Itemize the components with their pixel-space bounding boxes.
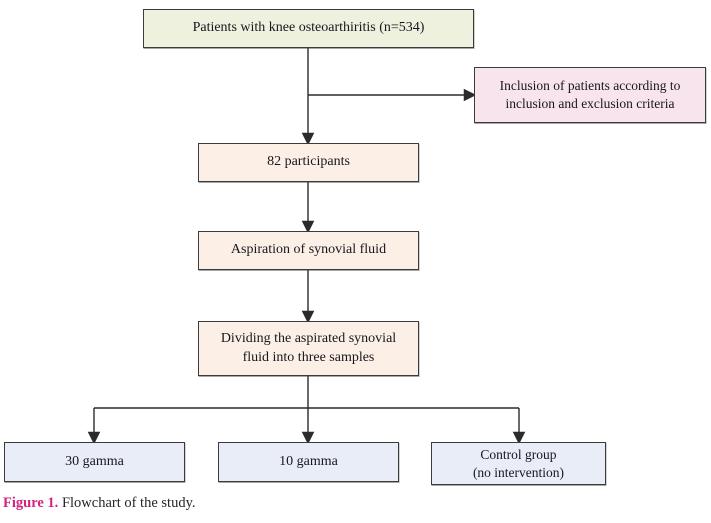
node-dividing-samples: Dividing the aspirated synovial fluid in…	[198, 321, 419, 376]
node-group-30-gamma: 30 gamma	[4, 442, 185, 482]
node-group-control: Control group (no intervention)	[431, 442, 606, 485]
node-aspiration: Aspiration of synovial fluid	[198, 231, 419, 270]
figure-caption-text: Flowchart of the study.	[61, 495, 196, 511]
figure-caption: Figure 1. Flowchart of the study.	[3, 495, 196, 512]
figure-caption-label: Figure 1.	[3, 495, 59, 511]
node-participants: 82 participants	[198, 143, 419, 182]
node-inclusion-criteria: Inclusion of patients according to inclu…	[474, 67, 706, 123]
node-group-10-gamma: 10 gamma	[218, 442, 399, 482]
node-patients-start: Patients with knee osteoarthiritis (n=53…	[143, 9, 474, 48]
